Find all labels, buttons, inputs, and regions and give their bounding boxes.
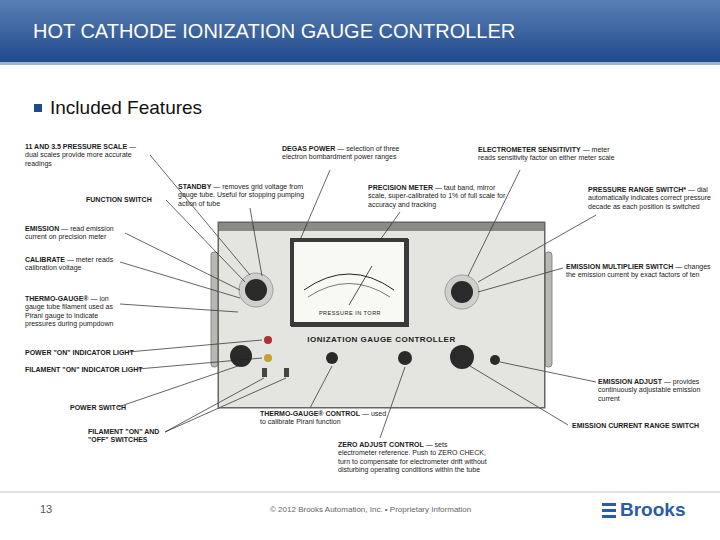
callout-text: CALIBRATE — meter reads calibration volt…	[25, 256, 120, 273]
feature-name: PRESSURE RANGE SWITCH*	[588, 186, 686, 193]
callout-text: FILAMENT "ON" AND "OFF" SWITCHES	[88, 428, 168, 445]
bullet-square	[34, 104, 42, 112]
callout-text: THERMO-GAUGE® CONTROL — used to calibrat…	[260, 410, 390, 427]
copyright-note: © 2012 Brooks Automation, Inc. • Proprie…	[270, 505, 471, 514]
feature-name: CALIBRATE	[25, 256, 65, 263]
panel-lettering: IONIZATION GAUGE CONTROLLER	[219, 335, 544, 344]
feature-name: FILAMENT "ON" INDICATOR LIGHT	[25, 366, 143, 373]
feature-name: PRECISION METER	[368, 184, 433, 191]
callout-text: FUNCTION SWITCH	[86, 196, 168, 204]
footer-rule	[0, 492, 720, 493]
feature-name: THERMO-GAUGE®	[25, 295, 89, 302]
feature-name: FUNCTION SWITCH	[86, 196, 152, 203]
callout-text: ELECTROMETER SENSITIVITY — meter reads s…	[478, 146, 628, 163]
feature-name: THERMO-GAUGE® CONTROL	[260, 410, 360, 417]
leader-lines	[118, 155, 596, 438]
panel-lettering: PRESSURE IN TORR	[292, 310, 408, 316]
callout-text: FILAMENT "ON" INDICATOR LIGHT	[25, 366, 145, 374]
instrument-panel: IONIZATION GAUGE CONTROLLER PRESSURE IN T…	[218, 222, 545, 408]
feature-name: ZERO ADJUST CONTROL	[338, 441, 424, 448]
feature-name: DEGAS POWER	[282, 145, 335, 152]
page-number: 13	[40, 503, 52, 515]
callout-text: EMISSION CURRENT RANGE SWITCH	[572, 422, 717, 430]
precision-meter: PRESSURE IN TORR	[291, 239, 409, 327]
feature-name: EMISSION MULTIPLIER SWITCH	[566, 263, 673, 270]
feature-name: 11 AND 3.5 PRESSURE SCALE	[25, 143, 127, 150]
callout-text: 11 AND 3.5 PRESSURE SCALE — dual scales …	[25, 143, 150, 168]
callout-text: EMISSION MULTIPLIER SWITCH — changes the…	[566, 263, 716, 280]
callout-text: STANDBY — removes grid voltage from gaug…	[178, 183, 308, 208]
instrument-illustration	[211, 222, 552, 408]
feature-name: FILAMENT "ON" AND "OFF" SWITCHES	[88, 428, 159, 443]
title-rule	[0, 62, 720, 65]
feature-name: EMISSION ADJUST	[598, 378, 662, 385]
feature-name: POWER "ON" INDICATOR LIGHT	[25, 349, 134, 356]
callout-text: ZERO ADJUST CONTROL — sets electrometer …	[338, 441, 488, 475]
feature-name: STANDBY	[178, 183, 211, 190]
logo-text: Brooks	[620, 499, 685, 521]
feature-name: ELECTROMETER SENSITIVITY	[478, 146, 581, 153]
logo-mark	[602, 503, 616, 518]
callout-text: PRESSURE RANGE SWITCH* — dial automatica…	[588, 186, 714, 211]
callout-text: POWER "ON" INDICATOR LIGHT	[25, 349, 135, 357]
bullet-text: Included Features	[50, 97, 202, 119]
feature-name: EMISSION CURRENT RANGE SWITCH	[572, 422, 699, 429]
feature-name: POWER SWITCH	[70, 404, 126, 411]
callout-text: DEGAS POWER — selection of three electro…	[282, 145, 422, 162]
title-band	[0, 0, 720, 62]
callout-text: PRECISION METER — taut band, mirror scal…	[368, 184, 508, 209]
feature-name: EMISSION	[25, 225, 59, 232]
callout-text: EMISSION ADJUST — provides continuously …	[598, 378, 716, 403]
slide-title: HOT CATHODE IONIZATION GAUGE CONTROLLER	[33, 20, 515, 43]
callout-text: POWER SWITCH	[70, 404, 130, 412]
callout-text: EMISSION — read emission current on prec…	[25, 225, 125, 242]
callout-text: THERMO-GAUGE® — ion gauge tube filament …	[25, 295, 120, 329]
